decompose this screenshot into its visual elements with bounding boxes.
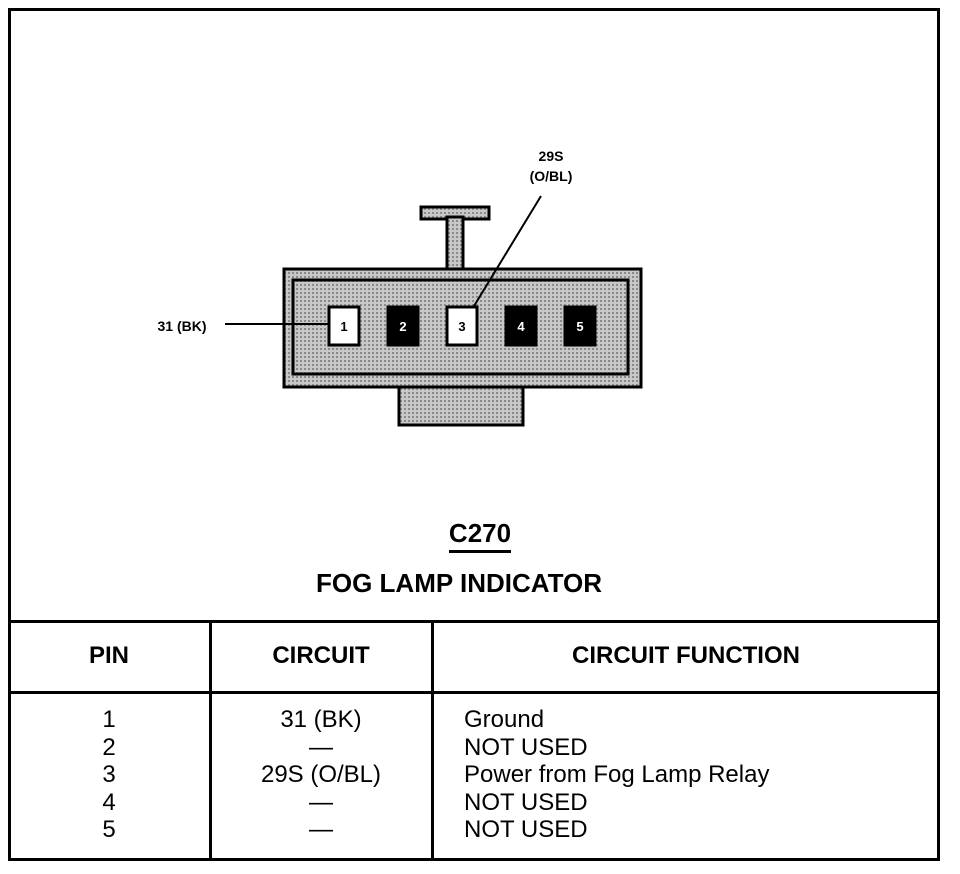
connector-drawing: 1 2 3 4 5: [225, 195, 643, 427]
wire-line-pin3: [470, 195, 542, 312]
table-header-divider: [8, 691, 940, 694]
pin-column: 1 2 3 4 5: [8, 706, 210, 844]
table-row-pin: 1: [102, 706, 116, 733]
table-row-function: Ground: [464, 706, 545, 733]
pin-number-label: 3: [458, 319, 465, 334]
table-row-pin: 3: [102, 761, 116, 788]
wire-label-pin3-color: (O/BL): [529, 168, 573, 184]
pin-number-label: 5: [576, 319, 583, 334]
pin-cavity-3: 3: [445, 305, 479, 347]
wire-label-pin3: 29S (O/BL): [506, 146, 596, 186]
wire-label-pin3-circuit: 29S: [538, 148, 564, 164]
header-circuit: CIRCUIT: [272, 642, 370, 669]
pin-cavity-2: 2: [386, 305, 420, 347]
connector-inner-outline: [291, 278, 630, 376]
diagram-frame: [8, 8, 940, 861]
pin-number-label: 4: [517, 319, 525, 334]
circuit-column: 31 (BK) — 29S (O/BL) — —: [210, 706, 432, 844]
connector-name: FOG LAMP INDICATOR: [316, 568, 602, 598]
table-col-divider-1: [209, 620, 212, 861]
pin-cavity-box: [327, 305, 361, 347]
pinout-table: PIN CIRCUIT CIRCUIT FUNCTION 1 2 3 4 5 3…: [8, 620, 940, 861]
function-column: Ground NOT USED Power from Fog Lamp Rela…: [464, 706, 934, 844]
table-top-border: [8, 620, 940, 623]
table-row-function: NOT USED: [464, 816, 588, 843]
table-row-pin: 5: [102, 816, 116, 843]
pin-cavity-box: [504, 305, 538, 347]
pin-cavity-box: [563, 305, 597, 347]
pin-cavity-1: 1: [327, 305, 361, 347]
pin-cavity-box: [386, 305, 420, 347]
table-row-function: NOT USED: [464, 733, 588, 761]
table-row-function: NOT USED: [464, 788, 588, 816]
table-row-circuit: 29S (O/BL): [260, 761, 382, 788]
table-row-circuit: —: [309, 733, 333, 761]
table-row-circuit: —: [309, 816, 333, 843]
pin-cavities: 1 2 3 4 5: [327, 305, 597, 347]
pin-number-label: 1: [340, 319, 347, 334]
wire-label-pin1: 31 (BK): [157, 318, 207, 334]
pin-cavity-5: 5: [563, 305, 597, 347]
table-row-pin: 2: [102, 733, 116, 761]
connector-id-text: C270: [448, 518, 512, 553]
header-circuit-function: CIRCUIT FUNCTION: [572, 642, 800, 669]
table-col-divider-2: [431, 620, 434, 861]
locking-tab: [419, 205, 491, 273]
pin-cavity-box: [445, 305, 479, 347]
connector-stub: [397, 383, 525, 427]
header-pin: PIN: [88, 642, 129, 669]
table-row-function: Power from Fog Lamp Relay: [464, 761, 770, 788]
pin-cavity-4: 4: [504, 305, 538, 347]
table-row-circuit: —: [309, 788, 333, 816]
connector-diagram: 1 2 3 4 5 31 (BK) 29S (O/BL) C270 FOG LAMP I…: [0, 146, 960, 598]
table-row-circuit: 31 (BK): [280, 706, 362, 733]
table-row-pin: 4: [102, 788, 116, 816]
connector-id: C270: [0, 518, 960, 553]
pin-number-label: 2: [399, 319, 406, 334]
